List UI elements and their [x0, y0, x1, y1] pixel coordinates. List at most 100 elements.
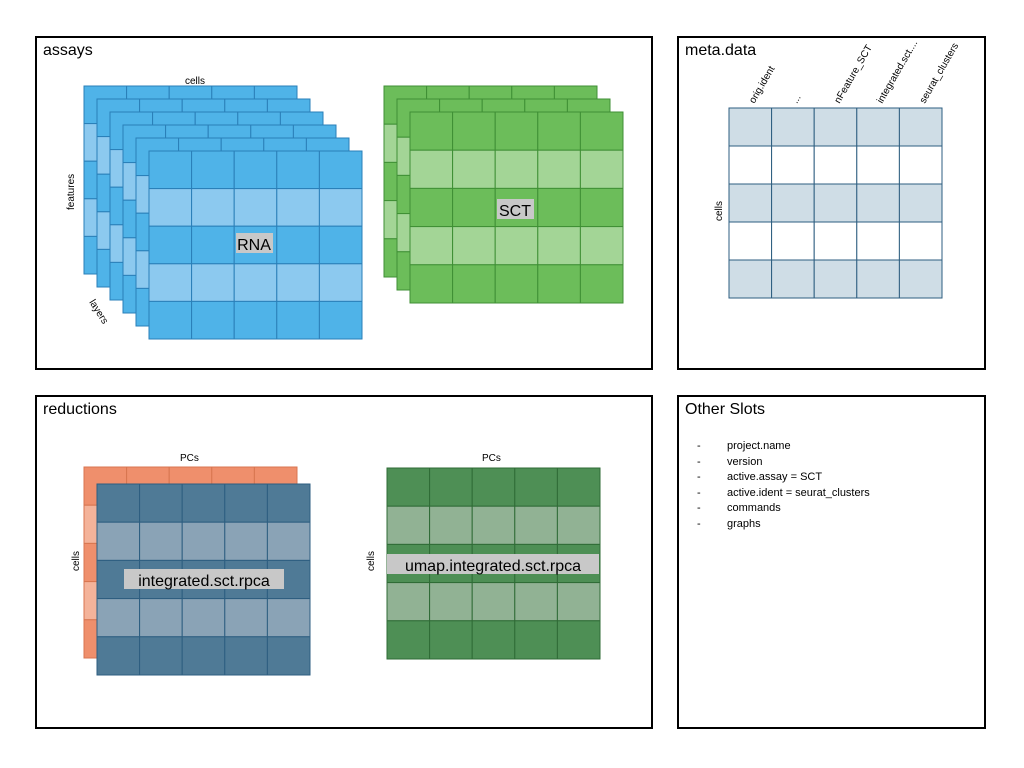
sct-layer-2-cell: [494, 149, 539, 189]
pca-front-layer-cell: [266, 521, 311, 561]
meta-data-cell: [898, 259, 943, 299]
pca-front-layer-cell: [224, 521, 268, 561]
rna-layer-5-cell: [276, 300, 320, 340]
pca-front-layer-cell: [96, 598, 141, 638]
rna-layer-5-cell: [318, 188, 363, 227]
other-slots-panel: Other Slots -project.name -version -acti…: [677, 395, 986, 729]
rna-layer-5-cell: [148, 300, 193, 340]
cells-label-left: cells: [71, 551, 82, 571]
rna-layer-5-cell: [318, 263, 363, 302]
rna-layer-5-cell: [276, 225, 320, 265]
umap-cell: [429, 582, 473, 622]
sct-layer-2-cell: [452, 111, 496, 151]
assays-diagram: cells features layers RNA SCT: [66, 76, 624, 340]
umap-cell: [514, 620, 558, 660]
sct-layer-2-cell: [579, 187, 624, 228]
list-dash: -: [697, 486, 701, 499]
meta-data-cell: [856, 107, 900, 147]
rna-layer-5-cell: [148, 150, 193, 190]
rna-layer-5-cell: [148, 188, 193, 227]
rna-label-bg: [236, 233, 273, 253]
sct-layer-2-cell: [409, 187, 454, 228]
pca-front-layer-cell: [181, 521, 226, 561]
rna-layer-5-cell: [148, 263, 193, 302]
rna-label: RNA: [237, 237, 271, 254]
meta-data-title: meta.data: [685, 42, 757, 59]
other-slots-list: -project.name -version -active.assay = S…: [697, 439, 870, 532]
other-slots-title: Other Slots: [685, 401, 766, 418]
umap-cell: [386, 467, 431, 507]
umap-cell: [514, 505, 558, 545]
list-item: -commands: [697, 501, 870, 517]
pca-front-layer-cell: [139, 636, 183, 676]
umap-cell: [556, 467, 601, 507]
sct-layer-2-cell: [452, 264, 496, 304]
rna-layer-5-cell: [191, 188, 235, 227]
meta-data-cell: [856, 145, 900, 185]
rna-layer-5-cell: [318, 225, 363, 265]
pcs-label-right: PCs: [482, 453, 501, 464]
rna-layer-stack: [83, 85, 363, 340]
umap-cell: [386, 505, 431, 545]
pca-front-layer-cell: [139, 483, 183, 523]
pca-front-layer-cell: [224, 483, 268, 523]
umap-label: umap.integrated.sct.rpca: [405, 558, 581, 575]
meta-data-cell: [728, 107, 773, 147]
list-dash: -: [697, 502, 701, 514]
sct-layer-2-cell: [494, 264, 539, 304]
sct-layer-2-cell: [537, 111, 581, 151]
meta-data-column-header: ...: [790, 93, 804, 106]
cells-label-right: cells: [366, 551, 377, 571]
meta-data-column-header: seurat_clusters: [918, 41, 961, 105]
meta-data-cell: [728, 259, 773, 299]
pca-front-layer-cell: [181, 598, 226, 638]
sct-layer-2-cell: [409, 149, 454, 189]
pca-front-layer-cell: [96, 521, 141, 561]
meta-data-column-header: orig.ident: [747, 64, 777, 105]
sct-layer-2-cell: [579, 149, 624, 189]
sct-layer-2-cell: [579, 111, 624, 151]
rna-layer-5-cell: [191, 225, 235, 265]
meta-cells-label: cells: [714, 201, 725, 221]
meta-data-cell: [771, 221, 815, 261]
sct-layer-2-cell: [452, 187, 496, 228]
sct-layer-2-cell: [494, 226, 539, 266]
meta-data-cell: [898, 221, 943, 261]
rna-layer-5-cell: [276, 263, 320, 302]
list-dash: -: [697, 471, 701, 483]
pca-front-layer-cell: [139, 521, 183, 561]
sct-label: SCT: [499, 203, 531, 220]
meta-data-cell: [728, 183, 773, 223]
sct-layer-2-cell: [537, 264, 581, 304]
meta-data-column-header: integrated.sct....: [875, 38, 920, 105]
slot-active-assay: active.assay = SCT: [727, 471, 823, 483]
meta-data-cell: [856, 183, 900, 223]
meta-data-cell: [813, 107, 858, 147]
meta-data-cell: [771, 183, 815, 223]
rna-layer-5-cell: [191, 263, 235, 302]
integrated-label-bg: [124, 569, 284, 589]
rna-layer-5-cell: [276, 150, 320, 190]
pca-front-layer-cell: [96, 483, 141, 523]
meta-data-cell: [771, 145, 815, 185]
pca-front-layer-cell: [139, 598, 183, 638]
meta-data-cell: [898, 183, 943, 223]
integrated-label: integrated.sct.rpca: [138, 573, 270, 590]
umap-grid: [386, 467, 601, 660]
meta-data-cell: [728, 221, 773, 261]
pca-front-layer-cell: [266, 483, 311, 523]
umap-cell: [556, 505, 601, 545]
list-item: -active.ident = seurat_clusters: [697, 486, 870, 502]
reductions-title: reductions: [43, 401, 117, 418]
pca-front-layer-cell: [224, 636, 268, 676]
meta-data-cell: [813, 221, 858, 261]
umap-cell: [556, 620, 601, 660]
umap-cell: [386, 582, 431, 622]
umap-cell: [514, 582, 558, 622]
sct-layer-2-cell: [579, 264, 624, 304]
meta-data-cell: [813, 145, 858, 185]
slot-version: version: [727, 455, 763, 468]
sct-layer-2-cell: [537, 226, 581, 266]
